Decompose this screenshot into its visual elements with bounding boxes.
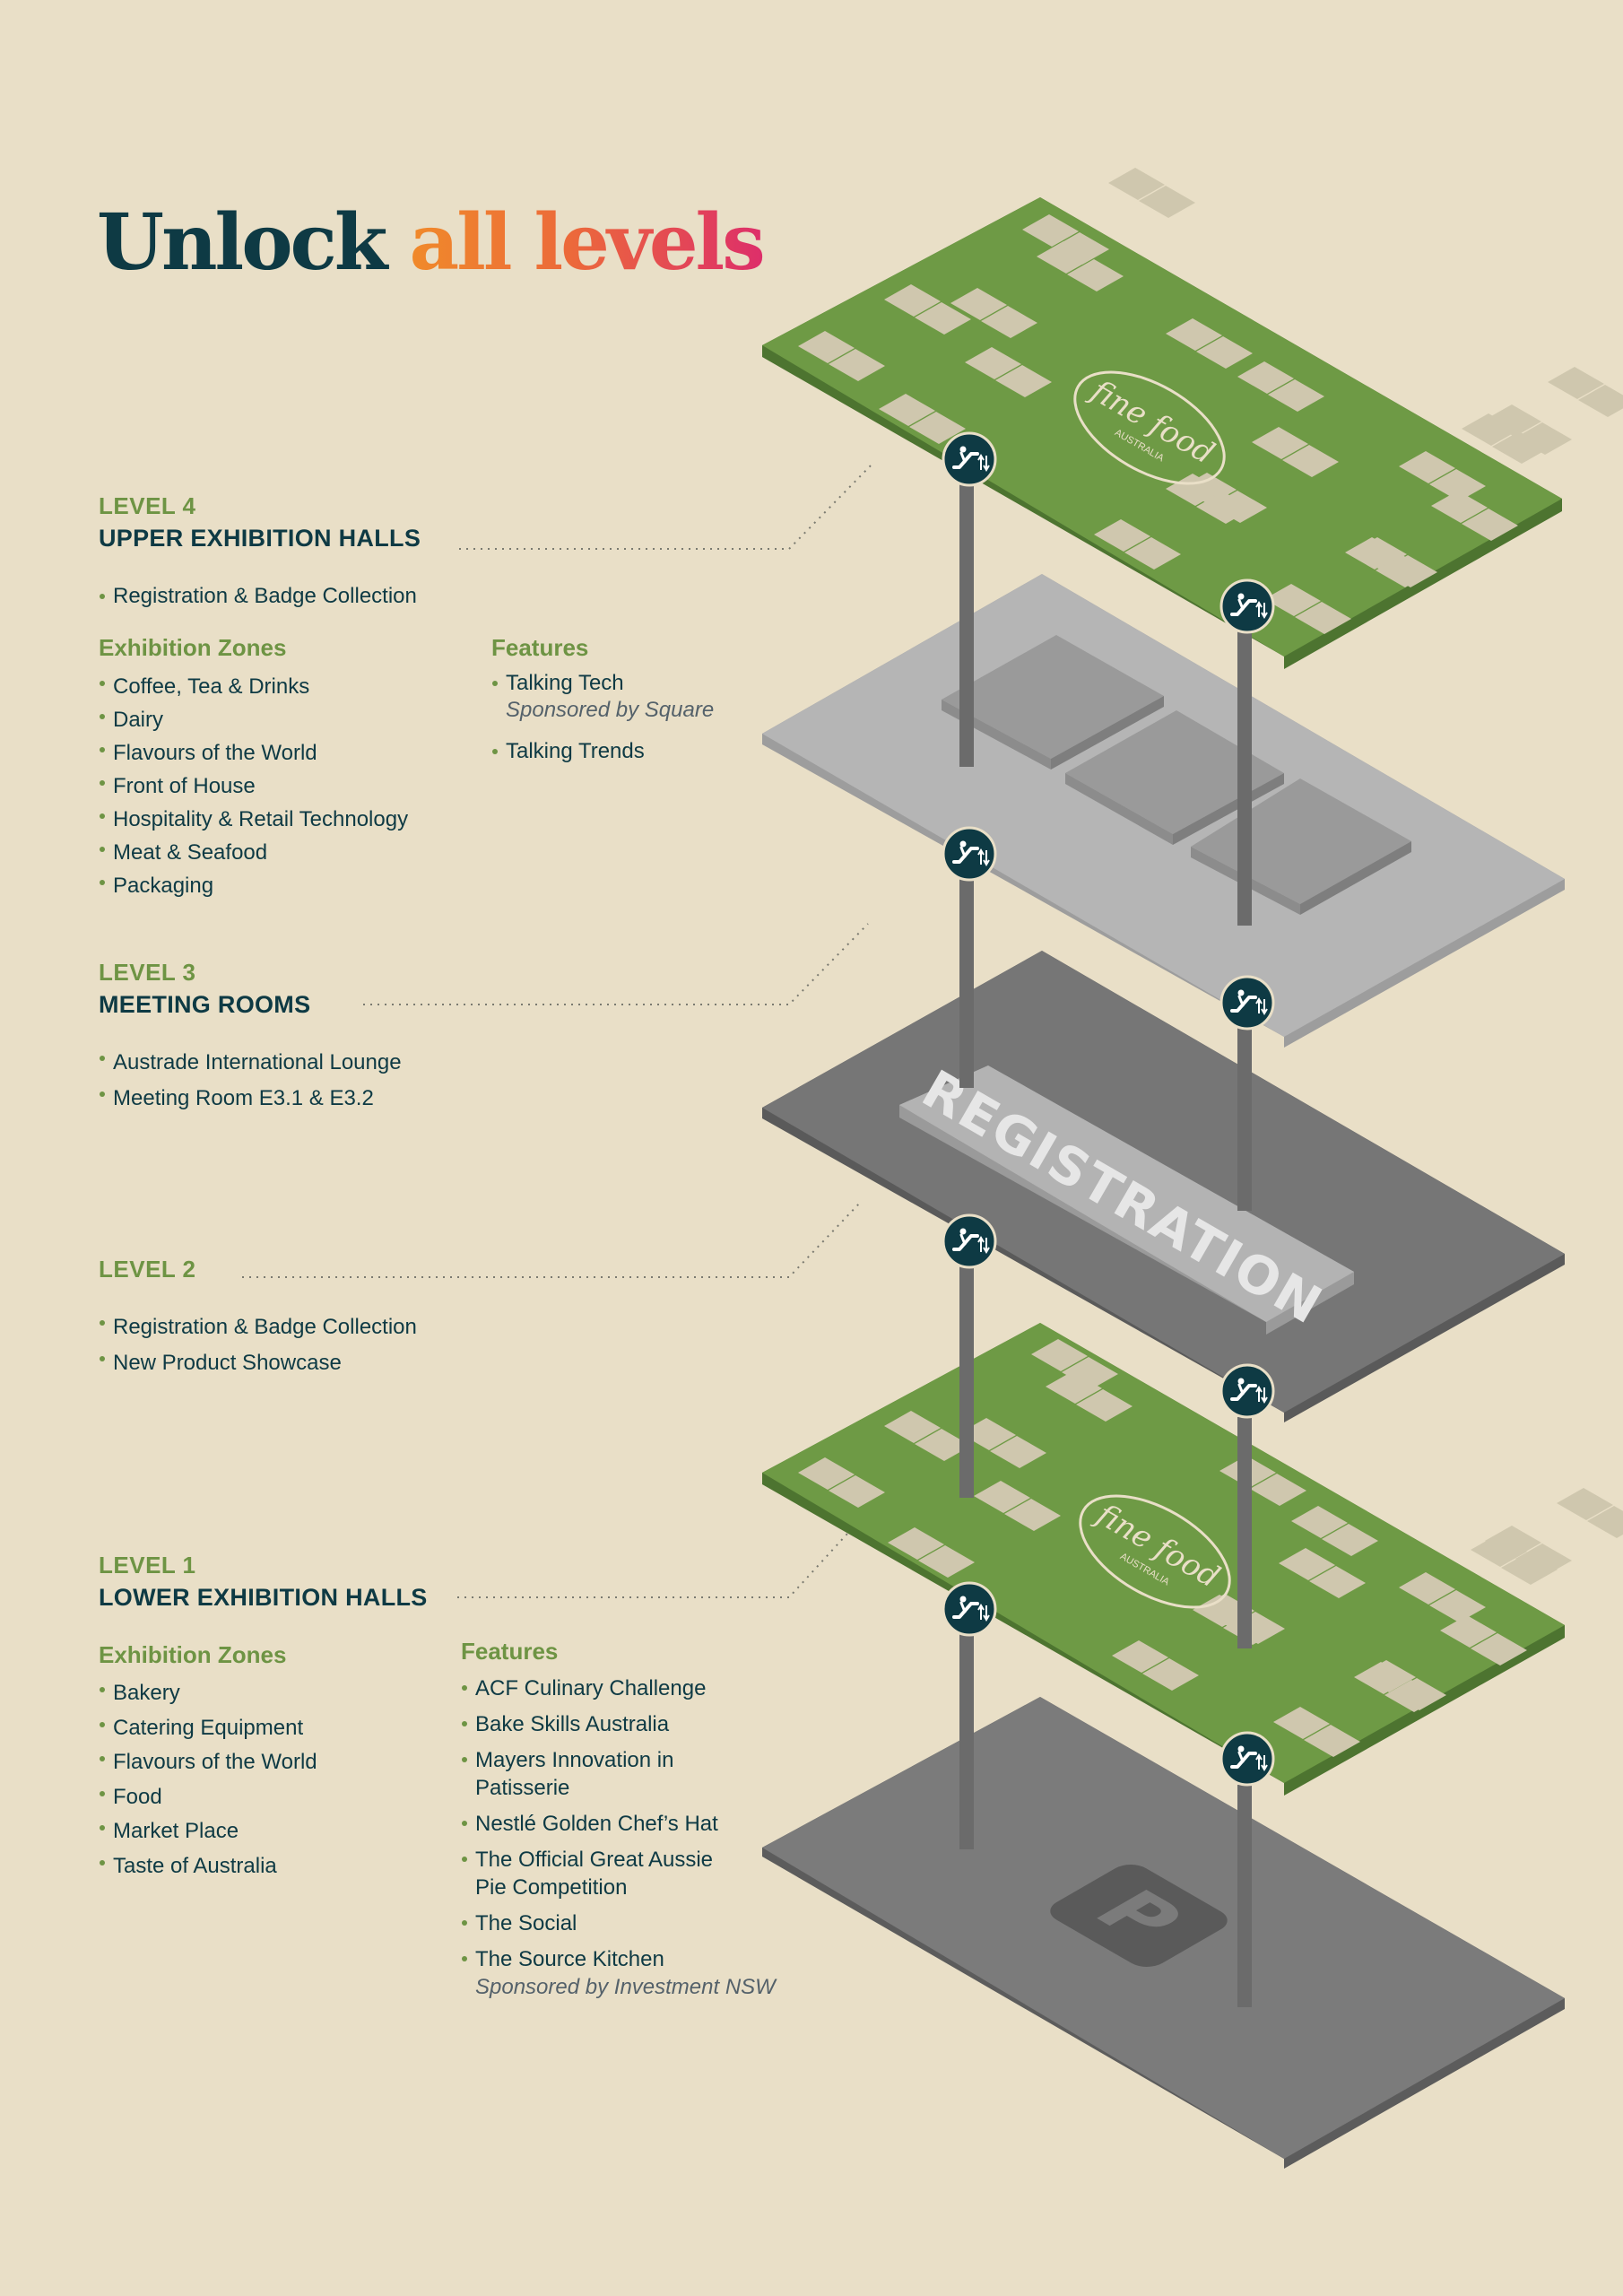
list-item: Taste of Australia xyxy=(99,1849,317,1884)
level-1-zones-list: Bakery Catering Equipment Flavours of th… xyxy=(99,1676,317,1883)
list-item: Packaging xyxy=(99,869,408,902)
list-item: Coffee, Tea & Drinks xyxy=(99,670,408,703)
escalator-icon xyxy=(942,826,997,882)
list-item: Registration & Badge Collection xyxy=(99,583,417,609)
list-item: Meeting Room E3.1 & E3.2 xyxy=(99,1081,402,1117)
parking-icon: P xyxy=(1050,1865,1228,1967)
escalator-icon xyxy=(942,1581,997,1637)
escalator-icon xyxy=(942,1213,997,1269)
list-item: New Product Showcase xyxy=(99,1345,417,1381)
level-1-features-list: ACF Culinary Challenge Bake Skills Austr… xyxy=(461,1674,811,2001)
level-2-floor: REGISTRATION xyxy=(762,951,1565,1422)
level-1-zones-heading: Exhibition Zones xyxy=(99,1641,287,1668)
level-4-name: UPPER EXHIBITION HALLS xyxy=(99,525,421,552)
list-item: Front of House xyxy=(99,770,408,803)
list-item: Mayers Innovation in Patisserie xyxy=(461,1746,708,1802)
list-item: Registration & Badge Collection xyxy=(99,1309,417,1345)
list-item: Meat & Seafood xyxy=(99,836,408,869)
escalator-icon xyxy=(1219,578,1275,634)
list-item: The Official Great Aussie Pie Competitio… xyxy=(461,1846,744,1901)
feature-name: Talking Trends xyxy=(506,739,645,763)
list-item: Talking Trends xyxy=(491,738,714,765)
level-1-name: LOWER EXHIBITION HALLS xyxy=(99,1584,428,1611)
level-4-general-list: Registration & Badge Collection xyxy=(99,583,417,609)
level-1-floor: fine food AUSTRALIA xyxy=(762,1292,1623,1796)
escalator-icon xyxy=(1219,1731,1275,1787)
level-4-zones-heading: Exhibition Zones xyxy=(99,634,287,661)
escalator-icon xyxy=(1219,975,1275,1031)
level-2-list: Registration & Badge Collection New Prod… xyxy=(99,1309,417,1381)
list-item: Hospitality & Retail Technology xyxy=(99,803,408,836)
level-3-number: LEVEL 3 xyxy=(99,959,196,986)
meeting-rooms xyxy=(942,635,1411,915)
level-3-list: Austrade International Lounge Meeting Ro… xyxy=(99,1045,402,1117)
title-part-1: Unlock xyxy=(97,197,388,288)
list-item: Bakery xyxy=(99,1676,317,1711)
level-1-number: LEVEL 1 xyxy=(99,1552,196,1578)
list-item: Market Place xyxy=(99,1814,317,1849)
list-item: Austrade International Lounge xyxy=(99,1045,402,1081)
list-item: Nestlé Golden Chef’s Hat xyxy=(461,1810,811,1838)
feature-name: Talking Tech xyxy=(506,671,624,695)
list-item: Dairy xyxy=(99,703,408,736)
list-item: Flavours of the World xyxy=(99,736,408,770)
level-1-features-heading: Features xyxy=(461,1638,559,1665)
parking-floor: P xyxy=(762,1697,1565,2169)
list-item: Flavours of the World xyxy=(99,1745,317,1780)
level-3-floor xyxy=(762,574,1565,1048)
title-part-2: all levels xyxy=(409,197,765,288)
escalator-icon xyxy=(1219,1363,1275,1419)
leader-lines xyxy=(242,461,875,1598)
level-4-zones-list: Coffee, Tea & Drinks Dairy Flavours of t… xyxy=(99,670,408,902)
level-4-floor: fine food AUSTRALIA xyxy=(762,168,1623,669)
list-item: Catering Equipment xyxy=(99,1711,317,1746)
level-3-name: MEETING ROOMS xyxy=(99,991,311,1018)
page-title: Unlock all levels xyxy=(97,204,766,282)
feature-name: The Source Kitchen xyxy=(475,1947,664,1971)
level-2-number: LEVEL 2 xyxy=(99,1256,196,1283)
list-item: The Social xyxy=(461,1909,811,1937)
escalator-icon xyxy=(942,431,997,487)
list-item: ACF Culinary Challenge xyxy=(461,1674,811,1702)
list-item: Bake Skills Australia xyxy=(461,1710,811,1738)
escalator-shafts xyxy=(959,484,1252,2007)
feature-sponsor: Sponsored by Investment NSW xyxy=(475,1975,776,1999)
feature-sponsor: Sponsored by Square xyxy=(506,698,715,722)
level-4-number: LEVEL 4 xyxy=(99,492,196,519)
list-item: Food xyxy=(99,1780,317,1815)
level-4-features-heading: Features xyxy=(491,634,589,661)
